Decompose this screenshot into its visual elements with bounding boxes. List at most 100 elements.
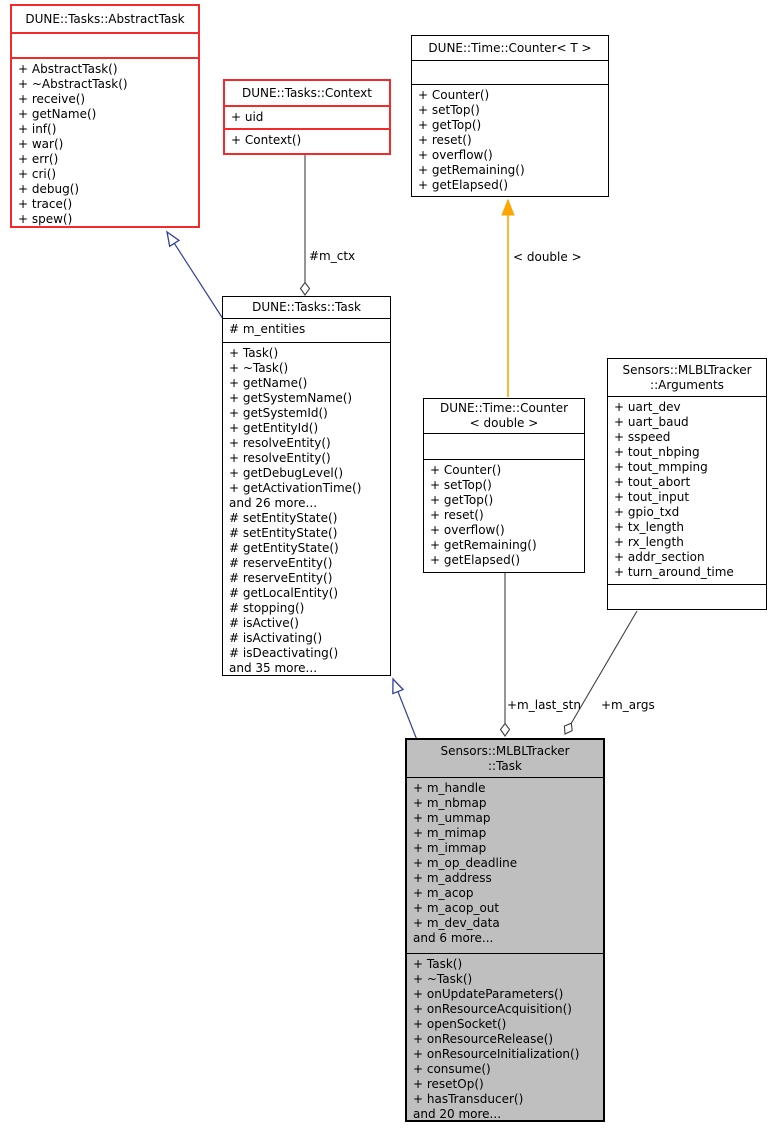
member-line: and 20 more... xyxy=(413,1107,502,1120)
member-line: + getDebugLevel() xyxy=(229,466,344,480)
member-line: + receive() xyxy=(18,92,86,106)
member-line: + getName() xyxy=(229,376,308,390)
class-box-dune-time-counter-double[interactable]: DUNE::Time::Counter < double > + Counter… xyxy=(423,398,585,573)
member-line: + m_ummap xyxy=(413,811,491,825)
class-methods: + Counter()+ setTop()+ getTop()+ reset()… xyxy=(412,85,608,196)
member-line: # getEntityState() xyxy=(229,541,339,555)
member-line: + addr_section xyxy=(614,550,705,564)
class-methods: + Counter()+ setTop()+ getTop()+ reset()… xyxy=(424,460,584,572)
member-line: + overflow() xyxy=(418,148,493,162)
member-line: + reset() xyxy=(430,508,484,522)
class-methods: + Context() xyxy=(225,130,389,153)
edge-aggregation-m-args xyxy=(563,610,638,735)
class-attributes xyxy=(12,34,198,59)
member-line: + m_handle xyxy=(413,781,486,795)
member-line: + uart_baud xyxy=(614,415,689,429)
member-line: + uart_dev xyxy=(614,400,681,414)
member-line: + Counter() xyxy=(430,463,502,477)
member-line: + turn_around_time xyxy=(614,565,734,579)
member-line: + getEntityId() xyxy=(229,421,319,435)
class-title: DUNE::Tasks::Context xyxy=(225,81,389,107)
member-line: + Task() xyxy=(229,346,279,360)
member-line: + getElapsed() xyxy=(430,553,521,567)
member-line: and 6 more... xyxy=(413,931,494,945)
member-line: + overflow() xyxy=(430,523,505,537)
member-line: + uid xyxy=(231,110,264,124)
class-attributes xyxy=(412,61,608,85)
member-line: + ~Task() xyxy=(413,972,473,986)
member-line: + m_acop xyxy=(413,886,474,900)
member-line: + hasTransducer() xyxy=(413,1092,524,1106)
member-line: + getName() xyxy=(18,107,97,121)
member-line: + debug() xyxy=(18,182,80,196)
member-line: + gpio_txd xyxy=(614,505,680,519)
member-line: + rx_length xyxy=(614,535,684,549)
member-line: + tout_nbping xyxy=(614,445,700,459)
member-line: + war() xyxy=(18,137,64,151)
member-line: + Counter() xyxy=(418,88,490,102)
member-line: + onResourceRelease() xyxy=(413,1032,554,1046)
class-box-dune-time-counter-t[interactable]: DUNE::Time::Counter< T > + Counter()+ se… xyxy=(411,35,609,197)
member-line: + m_nbmap xyxy=(413,796,487,810)
class-methods: + Task()+ ~Task()+ getName()+ getSystemN… xyxy=(223,343,390,675)
member-line: + getActivationTime() xyxy=(229,481,362,495)
class-attributes xyxy=(424,434,584,460)
member-line: + setTop() xyxy=(430,478,492,492)
class-title: DUNE::Tasks::Task xyxy=(223,297,390,319)
member-line: + resolveEntity() xyxy=(229,436,331,450)
edge-inheritance-task-from-abstracttask xyxy=(166,230,226,323)
class-attributes: + uid xyxy=(225,107,389,130)
member-line: + consume() xyxy=(413,1062,491,1076)
member-line: + tout_mmping xyxy=(614,460,708,474)
member-line: + resolveEntity() xyxy=(229,451,331,465)
member-line: + getRemaining() xyxy=(430,538,537,552)
member-line: + setTop() xyxy=(418,103,480,117)
class-box-sensors-mlbltracker-task[interactable]: Sensors::MLBLTracker ::Task + m_handle+ … xyxy=(405,738,605,1122)
member-line: + ~AbstractTask() xyxy=(18,77,128,91)
class-title: DUNE::Tasks::AbstractTask xyxy=(12,6,198,34)
member-line: + m_op_deadline xyxy=(413,856,518,870)
member-line: + getSystemId() xyxy=(229,406,328,420)
member-line: + trace() xyxy=(18,197,73,211)
member-line: + getRemaining() xyxy=(418,163,525,177)
class-attributes: # m_entities xyxy=(223,319,390,343)
member-line: # getLocalEntity() xyxy=(229,586,339,600)
edge-label-m-ctx: #m_ctx xyxy=(309,249,356,263)
member-line: # isActivating() xyxy=(229,631,323,645)
class-box-dune-tasks-context[interactable]: DUNE::Tasks::Context + uid + Context() xyxy=(223,79,391,155)
member-line: + AbstractTask() xyxy=(18,62,118,76)
member-line: + tx_length xyxy=(614,520,684,534)
member-line: and 26 more... xyxy=(229,496,318,510)
member-line: + onResourceAcquisition() xyxy=(413,1002,572,1016)
class-box-dune-tasks-task[interactable]: DUNE::Tasks::Task # m_entities + Task()+… xyxy=(222,296,391,676)
member-line: + spew() xyxy=(18,212,73,226)
member-line: + sspeed xyxy=(614,430,671,444)
class-box-sensors-mlbltracker-arguments[interactable]: Sensors::MLBLTracker ::Arguments + uart_… xyxy=(607,358,767,610)
member-line: + onUpdateParameters() xyxy=(413,987,564,1001)
member-line: + getTop() xyxy=(418,118,482,132)
edge-label-template-double: < double > xyxy=(513,250,582,264)
member-line: # isDeactivating() xyxy=(229,646,339,660)
class-methods: + Task()+ ~Task()+ onUpdateParameters()+… xyxy=(407,954,603,1120)
member-line: + getSystemName() xyxy=(229,391,353,405)
member-line: # setEntityState() xyxy=(229,511,338,525)
edge-label-m-args: +m_args xyxy=(601,698,655,712)
member-line: + ~Task() xyxy=(229,361,289,375)
class-box-dune-tasks-abstracttask[interactable]: DUNE::Tasks::AbstractTask + AbstractTask… xyxy=(10,4,200,228)
class-attributes: + m_handle+ m_nbmap+ m_ummap+ m_mimap+ m… xyxy=(407,778,603,954)
member-line: + Task() xyxy=(413,957,463,971)
member-line: + onResourceInitialization() xyxy=(413,1047,580,1061)
member-line: # isActive() xyxy=(229,616,299,630)
member-line: + openSocket() xyxy=(413,1017,507,1031)
class-title: DUNE::Time::Counter< T > xyxy=(412,36,608,61)
member-line: + m_mimap xyxy=(413,826,487,840)
member-line: + getTop() xyxy=(430,493,494,507)
edge-inheritance-mlbltask-from-task xyxy=(392,677,418,741)
member-line: + reset() xyxy=(418,133,472,147)
member-line: + m_dev_data xyxy=(413,916,500,930)
class-methods xyxy=(608,585,766,609)
member-line: + m_immap xyxy=(413,841,487,855)
class-title: Sensors::MLBLTracker ::Task xyxy=(407,740,603,778)
member-line: # stopping() xyxy=(229,601,305,615)
